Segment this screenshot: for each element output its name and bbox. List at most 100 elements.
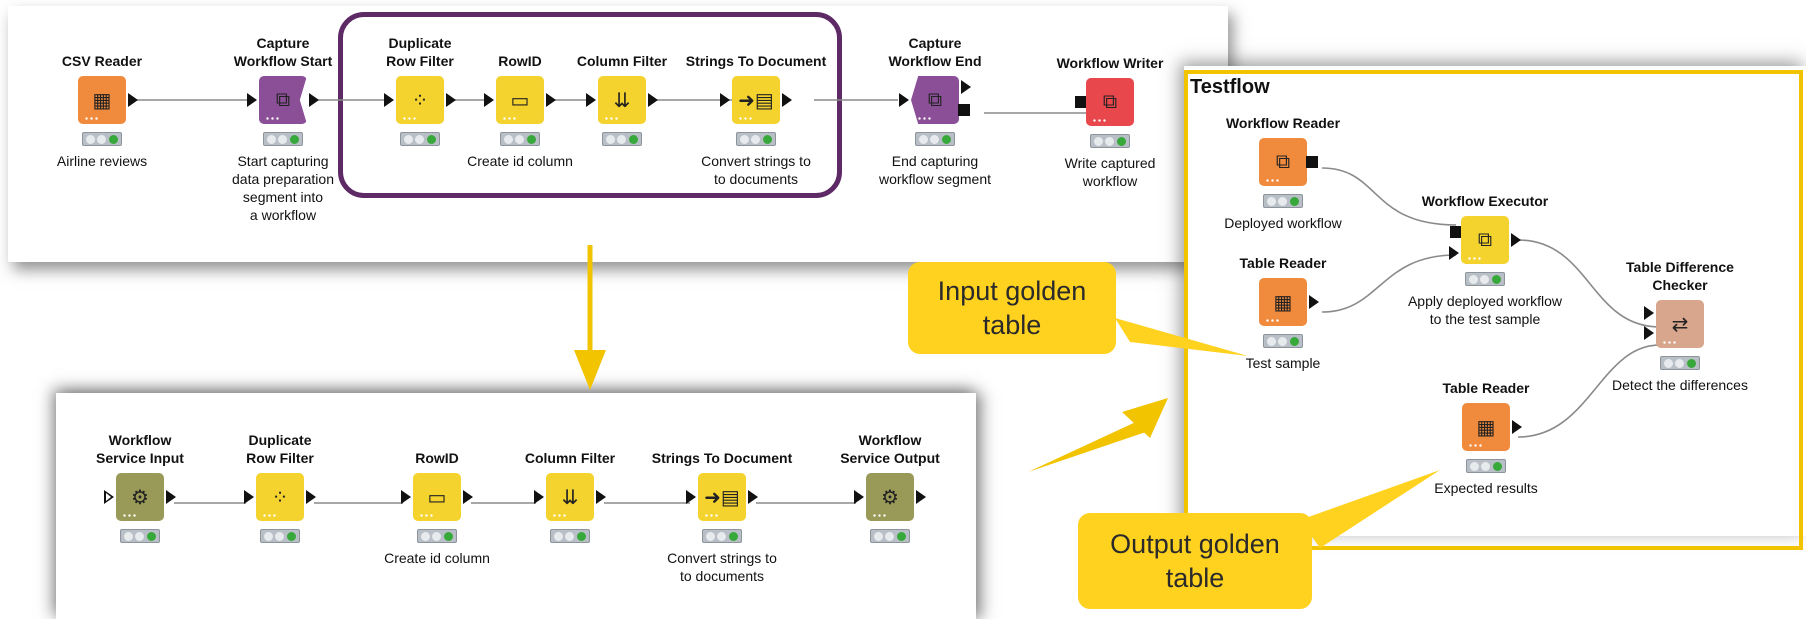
status-lights (260, 529, 300, 543)
input-port-icon[interactable] (401, 490, 411, 504)
wire (1321, 254, 1457, 313)
output-port-icon[interactable] (306, 490, 316, 504)
node-capture-workflow-end[interactable]: Capture Workflow End ⧉ End capturing wor… (850, 30, 1020, 188)
node-table-reader-test[interactable]: Table Reader ▦ Test sample (1198, 250, 1368, 372)
callout-output-golden-table: Output golden table (1078, 513, 1312, 609)
workflow-port-icon[interactable] (958, 104, 970, 116)
column-filter-icon: ⇊ (546, 473, 594, 521)
node-workflow-executor[interactable]: Workflow Executor ⧉ Apply deployed workf… (1400, 188, 1570, 328)
node-table-difference-checker[interactable]: Table Difference Checker ⇄ Detect the di… (1595, 254, 1765, 394)
callout-pointer (1300, 470, 1440, 548)
input-port-icon[interactable] (586, 93, 596, 107)
input-port-icon[interactable] (899, 93, 909, 107)
node-title: Table Reader (1239, 255, 1327, 271)
node-description: Write captured workflow (1064, 155, 1156, 189)
status-lights (263, 132, 303, 146)
node-workflow-service-input[interactable]: Workflow Service Input ⚙ (55, 427, 225, 549)
input-port-icon[interactable] (244, 490, 254, 504)
node-capture-workflow-start[interactable]: Capture Workflow Start ⧉ Start capturing… (198, 30, 368, 224)
node-description: Airline reviews (56, 153, 148, 169)
input-port-icon[interactable] (484, 93, 494, 107)
table-grid-icon: ▦ (1259, 278, 1307, 326)
input-port-icon[interactable] (1644, 326, 1654, 340)
node-column-filter[interactable]: Column Filter ⇊ (537, 30, 707, 152)
testflow-title: Testflow (1190, 76, 1270, 98)
node-description: Create id column (384, 550, 490, 566)
output-port-icon[interactable] (463, 490, 473, 504)
node-column-filter[interactable]: Column Filter ⇊ (485, 427, 655, 549)
output-port-icon[interactable] (596, 490, 606, 504)
captured-segment-frame (338, 12, 842, 198)
wire (1517, 344, 1661, 438)
node-duplicate-row-filter[interactable]: Duplicate Row Filter ⁘ (335, 30, 505, 152)
node-rowid[interactable]: RowID ▭ Create id column (352, 427, 522, 567)
output-port-icon[interactable] (166, 490, 176, 504)
status-lights (500, 132, 540, 146)
status-lights (1263, 334, 1303, 348)
input-port-icon[interactable] (686, 490, 696, 504)
node-title: Table Reader (1442, 380, 1530, 396)
workflow-icon: ⧉ (1086, 78, 1134, 126)
node-title: Capture Workflow End (888, 35, 982, 69)
node-rowid[interactable]: RowID ▭ Create id column (435, 30, 605, 170)
output-port-icon[interactable] (961, 80, 971, 94)
input-port-icon[interactable] (104, 490, 114, 504)
status-lights (120, 529, 160, 543)
node-description: Detect the differences (1612, 377, 1748, 393)
node-workflow-reader[interactable]: Workflow Reader ⧉ Deployed workflow (1198, 110, 1368, 232)
status-lights (1466, 459, 1506, 473)
service-input-icon: ⚙ (116, 473, 164, 521)
output-port-icon[interactable] (446, 93, 456, 107)
table-grid-icon: ▦ (1462, 403, 1510, 451)
workflow-icon: ⧉ (1259, 138, 1307, 186)
workflow-port-icon[interactable] (1450, 226, 1462, 238)
node-description: Start capturing data preparation segment… (232, 153, 334, 223)
node-title: Workflow Reader (1225, 115, 1341, 131)
node-duplicate-row-filter[interactable]: Duplicate Row Filter ⁘ (195, 427, 365, 549)
output-port-icon[interactable] (1512, 420, 1522, 434)
document-icon: ➜▤ (698, 473, 746, 521)
input-port-icon[interactable] (384, 93, 394, 107)
output-port-icon[interactable] (1309, 295, 1319, 309)
node-title: CSV Reader (61, 53, 143, 69)
output-port-icon[interactable] (546, 93, 556, 107)
node-title: Table Difference Checker (1626, 259, 1734, 293)
workflow-port-icon[interactable] (1075, 96, 1087, 108)
workflow-icon: ⧉ (259, 76, 307, 124)
flow-arrow-head (574, 350, 606, 390)
input-port-icon[interactable] (247, 93, 257, 107)
workflow-port-icon[interactable] (1306, 156, 1318, 168)
status-lights (915, 132, 955, 146)
deploy-arrow-head (1122, 398, 1168, 438)
output-port-icon[interactable] (309, 93, 319, 107)
output-port-icon[interactable] (748, 490, 758, 504)
node-workflow-service-output[interactable]: Workflow Service Output ⚙ (805, 427, 975, 549)
node-title: RowID (498, 53, 542, 69)
input-port-icon[interactable] (854, 490, 864, 504)
input-port-icon[interactable] (720, 93, 730, 107)
output-port-icon[interactable] (782, 93, 792, 107)
output-port-icon[interactable] (1511, 233, 1521, 247)
wire (1321, 167, 1457, 226)
input-port-icon[interactable] (1644, 306, 1654, 320)
workflow-icon: ⧉ (911, 76, 959, 124)
id-card-icon: ▭ (496, 76, 544, 124)
node-workflow-writer[interactable]: Workflow Writer ⧉ Write captured workflo… (1025, 50, 1195, 190)
node-strings-to-document[interactable]: Strings To Document ➜▤ Convert strings t… (637, 427, 807, 585)
status-lights (736, 132, 776, 146)
input-port-icon[interactable] (534, 490, 544, 504)
node-strings-to-document[interactable]: Strings To Document ➜▤ Convert strings t… (671, 30, 841, 188)
output-port-icon[interactable] (648, 93, 658, 107)
node-csv-reader[interactable]: CSV Reader ▦ Airline reviews (17, 30, 187, 170)
deployed-workflow-panel (56, 393, 976, 619)
input-port-icon[interactable] (1449, 246, 1459, 260)
node-description: End capturing workflow segment (878, 153, 992, 187)
status-lights (870, 529, 910, 543)
output-port-icon[interactable] (128, 93, 138, 107)
output-port-icon[interactable] (916, 490, 926, 504)
node-table-reader-expected[interactable]: Table Reader ▦ Expected results (1401, 375, 1571, 497)
status-lights (550, 529, 590, 543)
document-icon: ➜▤ (732, 76, 780, 124)
id-card-icon: ▭ (413, 473, 461, 521)
